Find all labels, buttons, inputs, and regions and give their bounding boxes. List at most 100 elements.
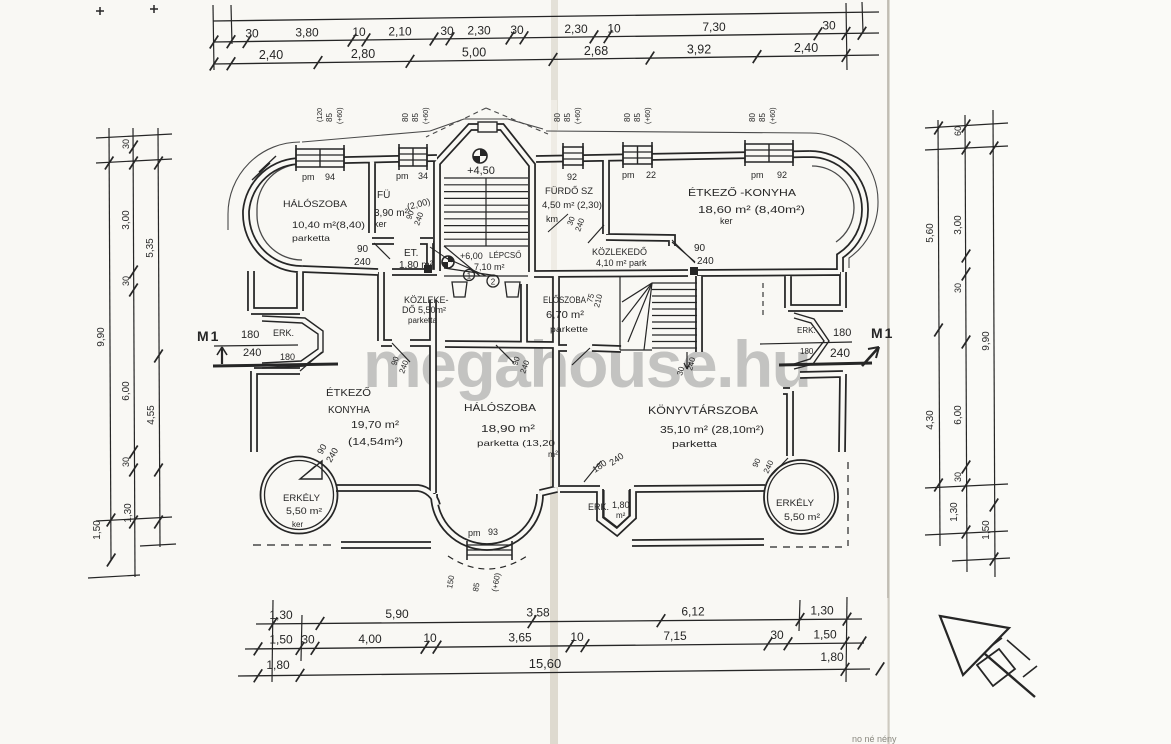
svg-text:2,30: 2,30 xyxy=(564,22,588,36)
svg-text:85: 85 xyxy=(471,581,482,592)
svg-text:30: 30 xyxy=(121,457,131,467)
svg-text:80: 80 xyxy=(748,113,757,122)
svg-text:240: 240 xyxy=(243,347,261,359)
svg-text:3,90 m²: 3,90 m² xyxy=(374,208,409,219)
svg-text:3,65: 3,65 xyxy=(508,630,532,644)
svg-text:(+60): (+60) xyxy=(770,107,777,124)
svg-text:30: 30 xyxy=(121,276,131,286)
svg-text:30: 30 xyxy=(301,632,315,646)
svg-text:parketta: parketta xyxy=(672,439,717,449)
svg-text:4,30: 4,30 xyxy=(925,410,936,430)
svg-text:2,30: 2,30 xyxy=(467,23,491,37)
svg-text:150: 150 xyxy=(445,574,456,589)
svg-text:KÖZLEKE-: KÖZLEKE- xyxy=(404,295,449,305)
svg-text:3,58: 3,58 xyxy=(526,606,550,620)
svg-text:DŐ 5,50m²: DŐ 5,50m² xyxy=(402,305,446,315)
svg-text:1,80 m²: 1,80 m² xyxy=(399,260,434,271)
svg-text:1,30: 1,30 xyxy=(810,603,834,617)
svg-text:M1: M1 xyxy=(197,328,220,344)
svg-text:1,80: 1,80 xyxy=(266,658,290,672)
svg-text:7,10 m²: 7,10 m² xyxy=(474,262,505,272)
svg-text:parketta: parketta xyxy=(408,316,437,325)
svg-text:22: 22 xyxy=(646,170,656,180)
svg-text:240: 240 xyxy=(830,346,850,360)
svg-text:7,30: 7,30 xyxy=(702,20,726,34)
svg-text:93: 93 xyxy=(488,527,498,537)
svg-text:85: 85 xyxy=(411,113,420,122)
svg-text:75: 75 xyxy=(585,292,596,303)
svg-text:no né nény: no né nény xyxy=(852,734,897,744)
svg-text:ÉTKEZŐ -KONYHA: ÉTKEZŐ -KONYHA xyxy=(688,185,796,199)
svg-text:pm: pm xyxy=(751,170,764,180)
svg-text:90: 90 xyxy=(751,456,763,468)
svg-text:M1: M1 xyxy=(871,325,894,341)
svg-text:4,00: 4,00 xyxy=(358,632,382,646)
svg-text:18,60 m² (8,40m²): 18,60 m² (8,40m²) xyxy=(698,205,805,216)
svg-text:+6,00: +6,00 xyxy=(460,251,483,261)
svg-text:240: 240 xyxy=(573,217,586,233)
svg-text:ERK.: ERK. xyxy=(273,328,294,338)
svg-text:parketta: parketta xyxy=(292,233,330,243)
svg-text:2: 2 xyxy=(491,278,496,287)
svg-text:2,40: 2,40 xyxy=(794,41,818,55)
svg-text:5,00: 5,00 xyxy=(462,45,486,59)
svg-text:10: 10 xyxy=(570,630,584,644)
svg-text:LÉPCSŐ: LÉPCSŐ xyxy=(489,251,521,260)
svg-text:80: 80 xyxy=(553,113,562,122)
svg-text:60: 60 xyxy=(953,126,963,136)
svg-text:240: 240 xyxy=(697,256,714,267)
svg-text:1,30: 1,30 xyxy=(123,503,134,523)
svg-text:18,90 m²: 18,90 m² xyxy=(481,424,536,435)
svg-text:2,10: 2,10 xyxy=(388,24,412,38)
svg-text:1,50: 1,50 xyxy=(92,520,103,540)
svg-text:pm: pm xyxy=(468,528,481,538)
svg-text:2,80: 2,80 xyxy=(351,47,375,61)
svg-text:90: 90 xyxy=(357,244,369,255)
svg-text:ERK.: ERK. xyxy=(797,326,816,335)
svg-text:240: 240 xyxy=(685,356,697,372)
svg-text:1,80: 1,80 xyxy=(612,500,630,510)
svg-text:KÖZLEKEDŐ: KÖZLEKEDŐ xyxy=(592,247,647,257)
svg-text:megahouse.hu: megahouse.hu xyxy=(363,327,813,401)
svg-text:5,50 m²: 5,50 m² xyxy=(784,512,820,523)
svg-text:km: km xyxy=(546,214,558,224)
svg-text:1,80: 1,80 xyxy=(820,650,844,664)
svg-text:6,70 m²: 6,70 m² xyxy=(546,310,585,321)
svg-text:30: 30 xyxy=(245,26,259,40)
svg-text:m²: m² xyxy=(548,449,558,459)
svg-text:ker: ker xyxy=(292,520,303,529)
svg-text:3,92: 3,92 xyxy=(687,42,711,56)
svg-text:(+60): (+60) xyxy=(490,572,502,593)
svg-text:pm: pm xyxy=(622,170,635,180)
svg-text:(120: (120 xyxy=(317,108,324,122)
svg-text:6,12: 6,12 xyxy=(681,604,705,618)
svg-text:(+60): (+60) xyxy=(337,107,344,124)
svg-text:(14,54m²): (14,54m²) xyxy=(348,437,403,448)
svg-text:30: 30 xyxy=(953,283,963,293)
svg-text:85: 85 xyxy=(633,113,642,122)
svg-text:30: 30 xyxy=(770,628,784,642)
svg-text:3,80: 3,80 xyxy=(295,26,319,40)
svg-text:90: 90 xyxy=(389,355,401,367)
svg-text:15,60: 15,60 xyxy=(529,656,562,671)
svg-text:ÉTKEZŐ: ÉTKEZŐ xyxy=(326,385,371,399)
svg-text:(+60): (+60) xyxy=(423,107,430,124)
svg-text:6,00: 6,00 xyxy=(121,381,132,401)
svg-text:30: 30 xyxy=(565,215,577,227)
svg-text:94: 94 xyxy=(325,172,335,182)
svg-text:9,90: 9,90 xyxy=(96,327,107,347)
svg-text:240: 240 xyxy=(518,359,531,375)
svg-text:180: 180 xyxy=(241,329,259,341)
svg-text:1,50: 1,50 xyxy=(813,627,837,641)
svg-text:240: 240 xyxy=(412,211,425,227)
svg-text:10: 10 xyxy=(423,631,437,645)
svg-text:180: 180 xyxy=(800,347,814,356)
svg-text:5,90: 5,90 xyxy=(385,607,409,621)
svg-text:180: 180 xyxy=(833,327,851,339)
svg-text:80: 80 xyxy=(401,113,410,122)
svg-text:4,55: 4,55 xyxy=(146,405,157,425)
svg-text:m²: m² xyxy=(616,511,626,520)
svg-text:1,30: 1,30 xyxy=(269,608,293,622)
svg-text:ELŐSZOBA: ELŐSZOBA xyxy=(543,295,586,305)
svg-text:5,35: 5,35 xyxy=(145,238,156,258)
